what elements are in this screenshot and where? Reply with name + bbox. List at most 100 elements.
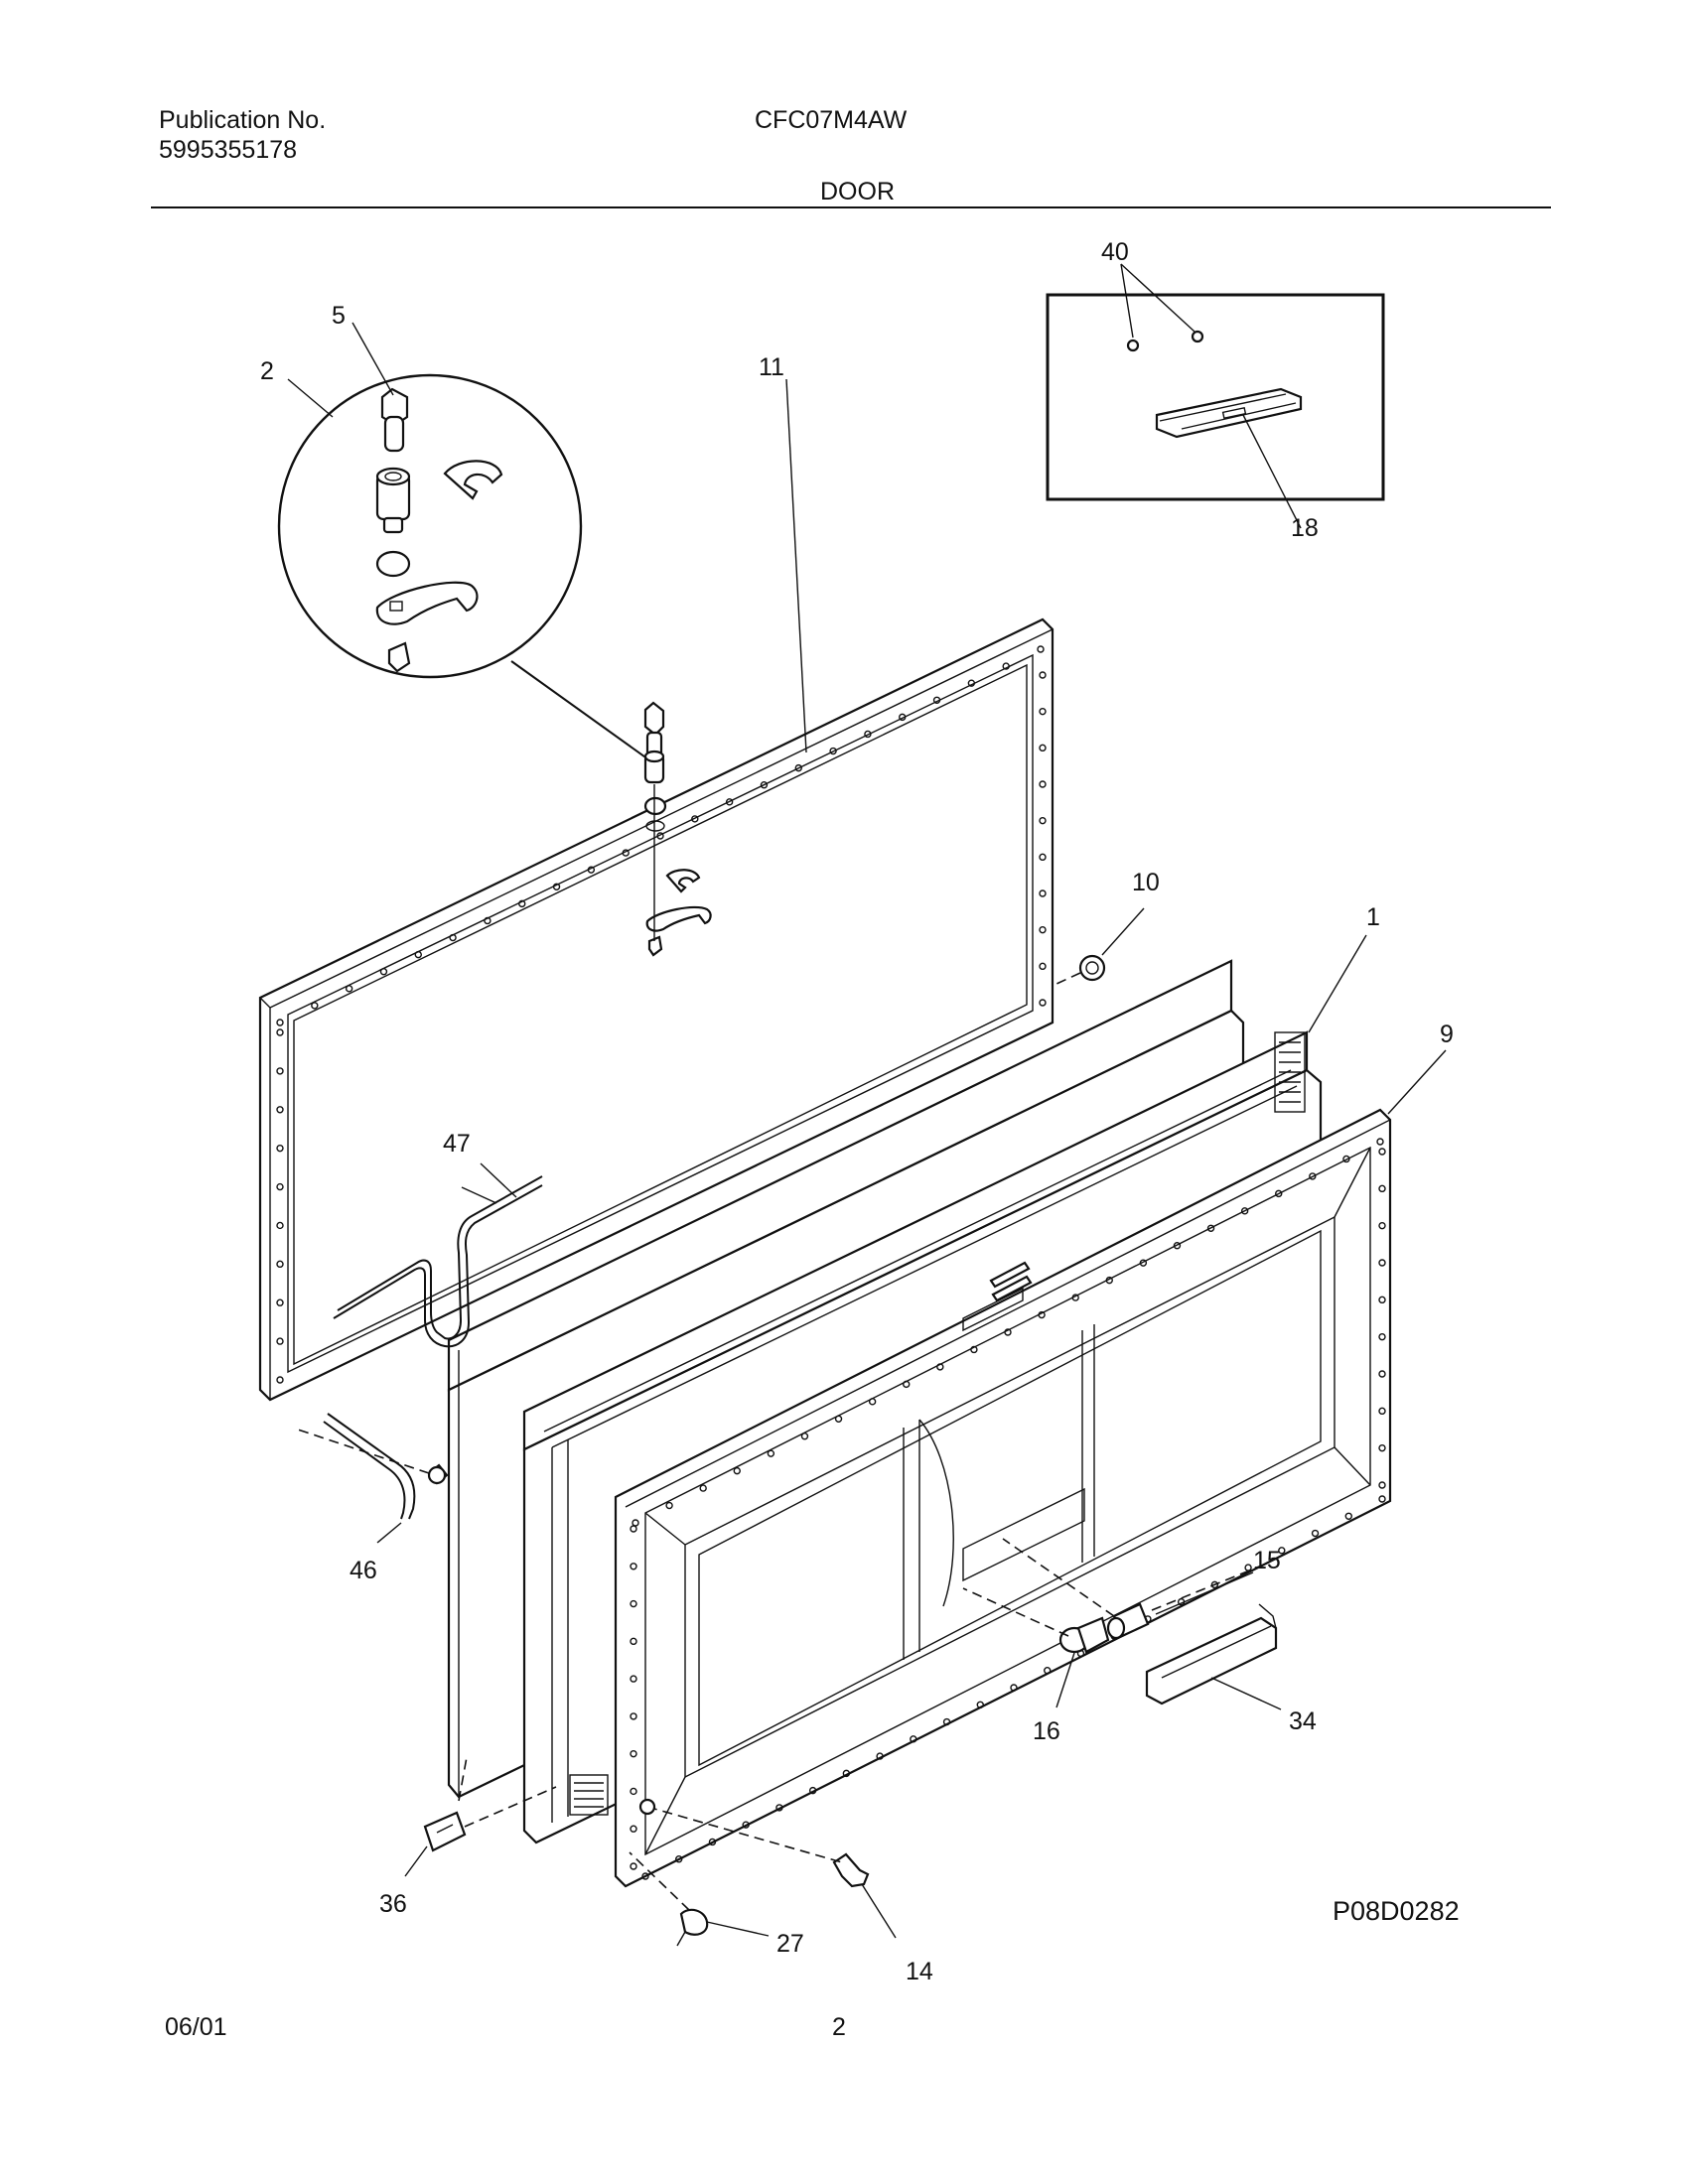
rivet-hole (630, 1563, 637, 1570)
wire-47 (333, 1175, 543, 1348)
door-inner-liner (614, 1108, 1392, 1888)
rivet-hole (1378, 1332, 1386, 1341)
rivet-hole (864, 730, 872, 739)
part-10 (1054, 907, 1145, 986)
rivet-hole (1378, 1221, 1386, 1230)
rivet-hole (630, 1787, 637, 1796)
rivet-hole (1071, 1294, 1079, 1301)
rivet-hole (910, 1735, 917, 1743)
rivet-hole (675, 1855, 683, 1863)
publication-label: Publication No. (159, 106, 327, 134)
callout-27: 27 (776, 1930, 804, 1958)
publication-number: 5995355178 (159, 136, 298, 164)
rivet-hole (345, 985, 353, 993)
rivet-hole (276, 1260, 284, 1269)
drawing-code: P08D0282 (1333, 1896, 1460, 1926)
inset-frame (1046, 293, 1385, 501)
callout-40: 40 (1101, 238, 1129, 266)
rivet-hole (1039, 962, 1047, 971)
hinge-bracket (375, 581, 479, 625)
rivet-hole (1378, 1370, 1386, 1378)
screw-27 (629, 1851, 770, 1947)
rivet-hole (276, 1337, 284, 1345)
rivet-hole (1010, 1684, 1018, 1692)
model-number: CFC07M4AW (755, 106, 908, 134)
footer-date: 06/01 (165, 2013, 227, 2041)
rivet-hole (967, 679, 976, 687)
callout-10: 10 (1132, 869, 1160, 896)
rivet-hole (834, 1415, 843, 1423)
rivet-hole (630, 1712, 637, 1720)
rivet-hole (1344, 1512, 1352, 1520)
rivet-hole (1240, 1207, 1249, 1215)
rivet-hole (276, 1376, 284, 1384)
rivet-hole (1376, 1138, 1384, 1146)
rivet-hole (630, 1749, 637, 1758)
clip (443, 460, 503, 500)
leader-lines (287, 322, 1447, 1877)
footer-page: 2 (832, 2013, 846, 2041)
rivet-hole (276, 1182, 284, 1191)
rivet-hole (276, 1019, 284, 1026)
detail-outline (277, 373, 583, 679)
callout-1: 1 (1366, 903, 1380, 931)
rivet-hole (630, 1825, 637, 1833)
rivet-hole (775, 1804, 783, 1812)
outer-panel-holes (276, 645, 1047, 1384)
hinge-assembly (643, 701, 712, 957)
rivet-hole (936, 1363, 944, 1371)
rivet-hole (665, 1501, 673, 1510)
rivet-hole (1039, 780, 1047, 788)
rivet-hole (1039, 707, 1047, 716)
rivet-hole (1342, 1155, 1350, 1163)
handle-part (1155, 387, 1303, 439)
rivet-hole (518, 899, 526, 908)
rivet-hole (276, 1144, 284, 1153)
header-rule (151, 206, 1551, 208)
trim-34 (1145, 1603, 1282, 1710)
callout-11: 11 (759, 353, 784, 381)
rivet-hole (1378, 1443, 1386, 1452)
screw-46 (297, 1413, 449, 1520)
rivet-hole (976, 1701, 984, 1708)
callout-14: 14 (906, 1958, 933, 1985)
rivet-hole (1378, 1259, 1386, 1267)
rivet-hole (276, 1298, 284, 1306)
rivet-hole (630, 1862, 637, 1870)
callout-5: 5 (332, 302, 346, 330)
rivet-hole (1039, 816, 1047, 825)
rivet-hole (1044, 1667, 1052, 1675)
rivet-hole (630, 1637, 637, 1646)
rivet-hole (1206, 1224, 1215, 1232)
rivet-hole (767, 1449, 775, 1457)
callout-2: 2 (260, 357, 274, 385)
rivet-hole (622, 849, 630, 857)
callout-47: 47 (443, 1130, 471, 1158)
rivet-hole (800, 1433, 809, 1440)
screw-40a (1126, 339, 1140, 352)
rivet-hole (876, 1752, 884, 1760)
rivet-hole (1039, 925, 1047, 934)
part-15 (1002, 1538, 1270, 1640)
section-title: DOOR (820, 178, 895, 205)
rivet-hole (942, 1717, 951, 1726)
rivet-hole (742, 1821, 750, 1829)
rivet-hole (899, 713, 907, 722)
rivet-hole (1039, 999, 1047, 1007)
rivet-hole (708, 1838, 717, 1846)
rivet-hole (587, 866, 596, 874)
rivet-hole (276, 1106, 284, 1114)
rivet-hole (1378, 1296, 1386, 1304)
rivet-hole (1039, 853, 1047, 862)
rivet-hole (1002, 662, 1010, 670)
rivet-hole (760, 781, 769, 789)
rivet-hole (1039, 671, 1047, 679)
rivet-hole (276, 1028, 284, 1036)
rivet-hole (449, 933, 457, 942)
callout-15: 15 (1253, 1547, 1281, 1574)
rivet-hole (1378, 1407, 1386, 1416)
rivet-hole (484, 916, 492, 925)
rivet-hole (1275, 1189, 1283, 1198)
rivet-hole (970, 1345, 978, 1354)
